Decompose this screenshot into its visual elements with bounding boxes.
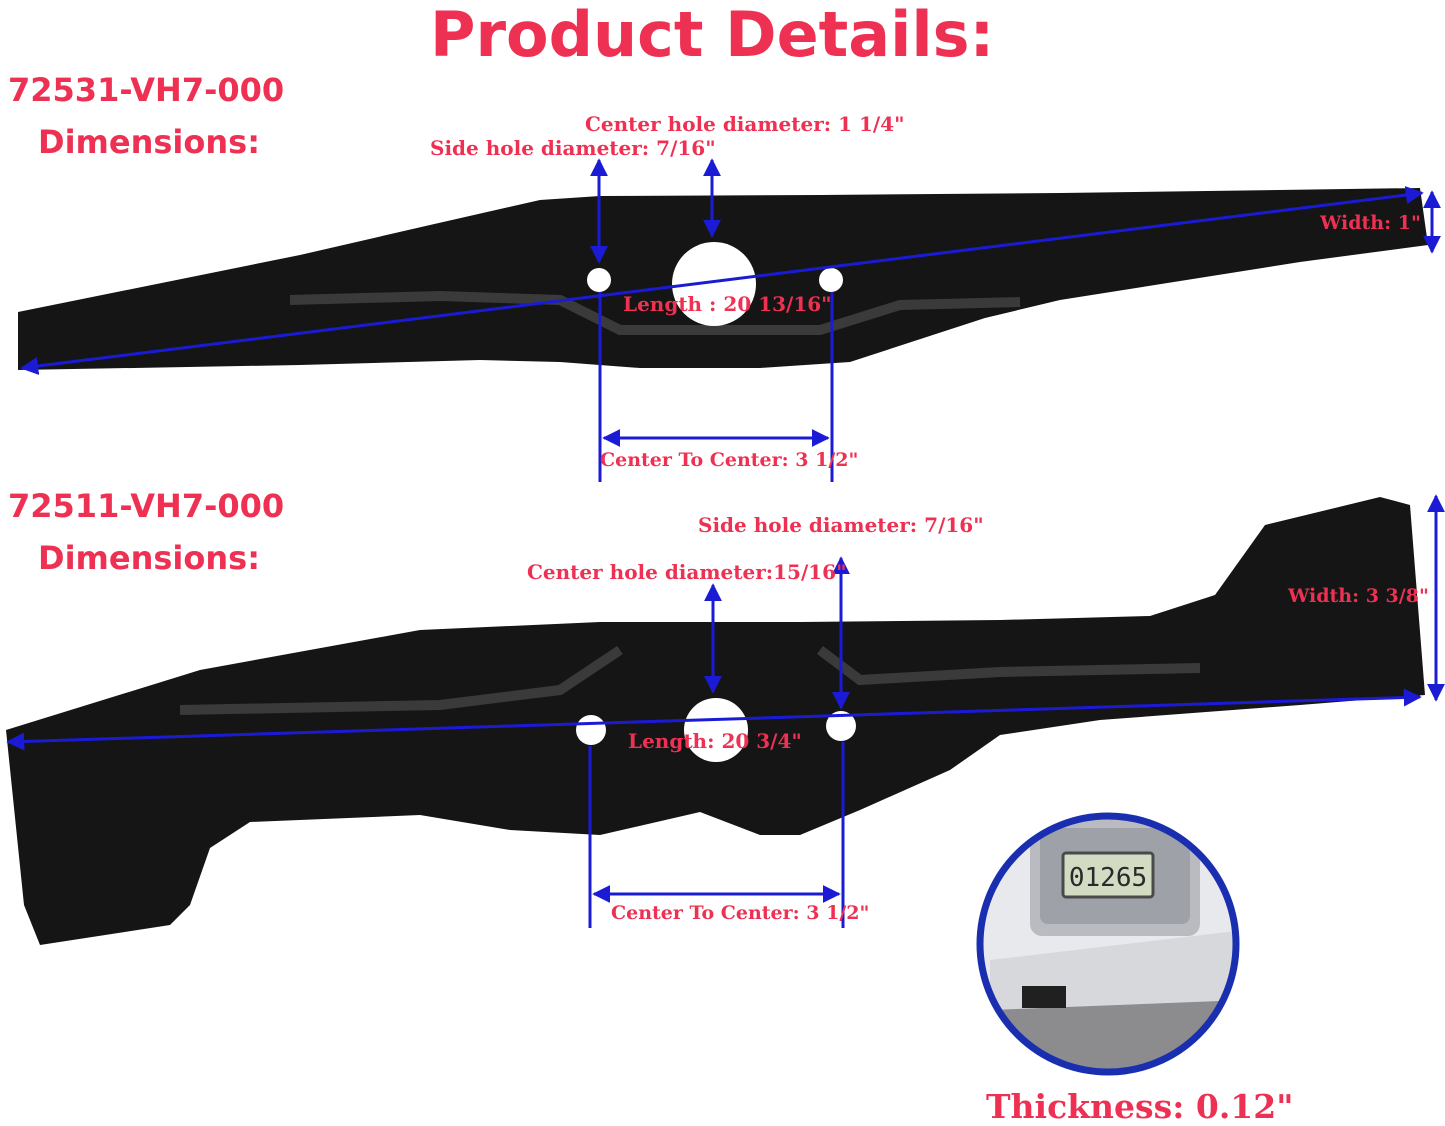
- blade-1-width-label: Width: 1": [1320, 212, 1421, 234]
- blade-2-length-arrow: [6, 688, 1422, 751]
- caliper-display: [1061, 851, 1155, 899]
- blade-1-length-label: Length : 20 13/16": [623, 292, 832, 316]
- blade-2-left-hole: [576, 715, 606, 745]
- blade-1-side-hole-label: Side hole diameter: 7/16": [430, 136, 716, 160]
- blade-1-code: 72531-VH7-000: [8, 71, 285, 109]
- blade-2-width-label: Width: 3 3/8": [1288, 585, 1429, 607]
- blade-1-c2c-label: Center To Center: 3 1/2": [600, 449, 859, 471]
- blade-1-right-hole: [819, 268, 843, 292]
- thickness-label: Thickness: 0.12": [986, 1087, 1294, 1126]
- blade-2-c2c-label: Center To Center: 3 1/2": [611, 902, 870, 924]
- blade-72511-vh7-000: [6, 494, 1445, 945]
- blade-1-left-hole: [587, 268, 611, 292]
- caliper-reading: 01265: [1069, 863, 1147, 893]
- blade-1-heading: Dimensions:: [38, 123, 260, 161]
- page-title: Product Details:: [430, 0, 995, 71]
- blade-2-side-hole-label: Side hole diameter: 7/16": [698, 513, 984, 537]
- blade-1-length-arrow: [20, 186, 1424, 375]
- blade-2-center-hole-label: Center hole diameter:15/16": [527, 560, 847, 584]
- blade-2-code: 72511-VH7-000: [8, 487, 285, 525]
- caliper-inset: 01265: [976, 812, 1240, 1076]
- blade-72531-vh7-000: [18, 158, 1441, 482]
- blade-2-length-label: Length: 20 3/4": [628, 729, 802, 753]
- blade-2-heading: Dimensions:: [38, 539, 260, 577]
- blade-1-center-hole-label: Center hole diameter: 1 1/4": [585, 112, 905, 136]
- caliper-ring: [976, 812, 1240, 1076]
